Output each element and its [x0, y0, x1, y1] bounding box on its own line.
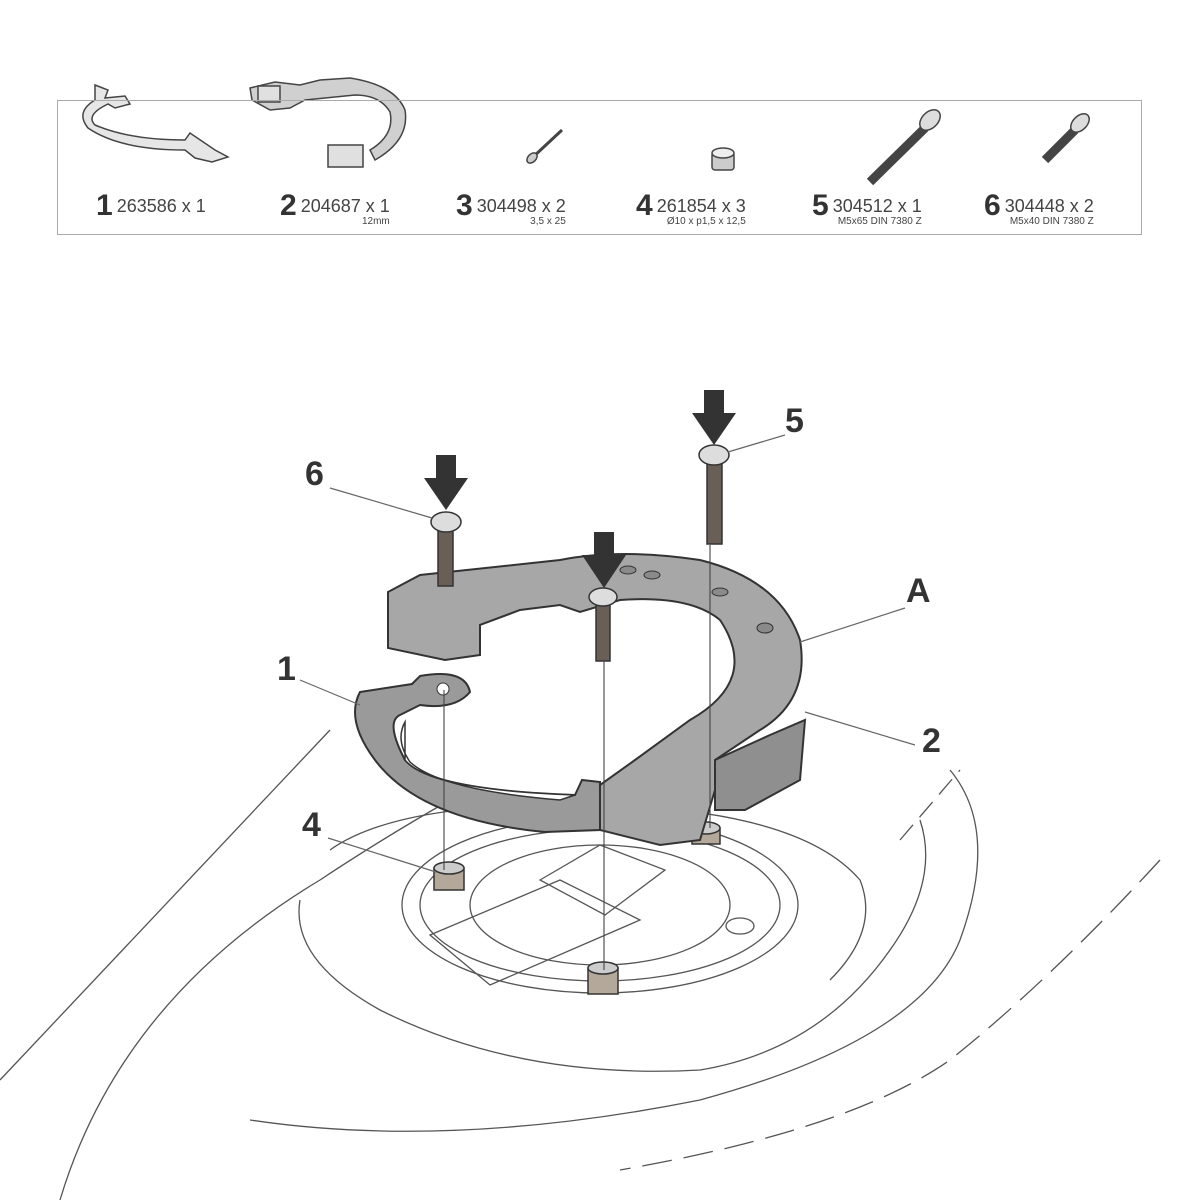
parts-list-box — [57, 100, 1142, 235]
part-A-ring — [387, 553, 803, 847]
part-spec: 12mm — [361, 216, 390, 227]
callout-1: 1 — [277, 650, 296, 688]
part-spec: M5x65 DIN 7380 Z — [837, 216, 922, 227]
arrow-down-icon — [424, 455, 468, 510]
part-spec: M5x40 DIN 7380 Z — [1009, 216, 1094, 227]
part-code: 263586 x 1 — [116, 196, 206, 216]
part-6-bolt-thumb — [1041, 113, 1090, 164]
part-code: 304448 x 2 — [1004, 196, 1094, 216]
alignment-lines — [443, 545, 711, 970]
part-5-bolt-thumb — [866, 109, 941, 186]
part-spec: 3,5 x 25 — [530, 216, 566, 227]
bolts — [430, 444, 730, 662]
part-number: 1 — [96, 189, 113, 222]
arrow-down-icon — [582, 532, 626, 588]
part-2-base — [714, 718, 807, 811]
leader-lines — [299, 434, 916, 873]
part-2-ring-thumb — [249, 77, 407, 168]
part-spec: Ø10 x p1,5 x 12,5 — [666, 216, 746, 227]
part-3-screw-thumb — [526, 128, 564, 164]
callout-5: 5 — [785, 402, 804, 440]
part-code: 204687 x 1 — [300, 196, 390, 216]
down-arrows — [424, 390, 736, 588]
part-1-bracket-inner — [400, 719, 576, 801]
part-number: 5 — [812, 189, 829, 222]
part-number: 3 — [456, 189, 473, 222]
ring-detail-holes — [619, 565, 774, 634]
part-number: 6 — [984, 189, 1001, 222]
part-number: 4 — [636, 189, 653, 222]
part-1-bracket — [354, 673, 601, 834]
part-4-spacer-thumb — [711, 147, 735, 171]
spacer-inserts — [433, 821, 721, 995]
callout-2: 2 — [922, 722, 941, 760]
part-code: 261854 x 3 — [656, 196, 746, 216]
part-number: 2 — [280, 189, 297, 222]
part-code: 304498 x 2 — [476, 196, 566, 216]
arrow-down-icon — [692, 390, 736, 445]
callout-6: 6 — [305, 455, 324, 493]
part-1-bracket-thumb — [82, 83, 230, 163]
part-code: 304512 x 1 — [832, 196, 922, 216]
callout-A: A — [906, 572, 931, 610]
callout-4: 4 — [302, 806, 321, 844]
